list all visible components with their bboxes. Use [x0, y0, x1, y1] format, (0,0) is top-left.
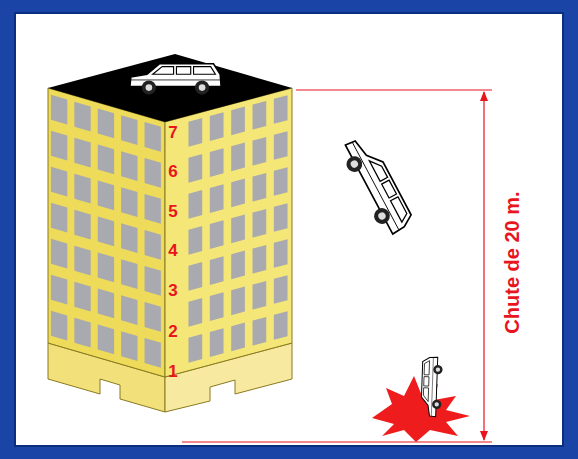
- window: [98, 108, 114, 138]
- explosion: [372, 376, 470, 442]
- falling-car: [338, 133, 415, 238]
- window: [188, 154, 202, 183]
- window: [210, 256, 224, 285]
- window: [74, 174, 90, 204]
- window: [121, 223, 137, 253]
- building-left-wall: [48, 88, 165, 377]
- floor-number: 5: [168, 202, 177, 222]
- window: [274, 167, 288, 196]
- window: [121, 331, 137, 361]
- window: [51, 275, 67, 305]
- window: [98, 144, 114, 174]
- window: [74, 138, 90, 168]
- window: [231, 107, 245, 136]
- window: [145, 122, 161, 152]
- floor-number: 1: [168, 362, 177, 382]
- window: [98, 180, 114, 210]
- window: [253, 245, 267, 274]
- crashed-car: [421, 357, 443, 417]
- window: [51, 203, 67, 233]
- window: [98, 288, 114, 318]
- window: [274, 311, 288, 340]
- floor-number: 6: [168, 162, 177, 182]
- height-dimension: [182, 90, 492, 442]
- window: [145, 302, 161, 332]
- window: [253, 317, 267, 346]
- window: [188, 298, 202, 327]
- window: [74, 246, 90, 276]
- window: [253, 101, 267, 130]
- window: [210, 112, 224, 141]
- window-grid: [51, 95, 288, 368]
- window: [51, 239, 67, 269]
- floor-number: 7: [168, 123, 177, 143]
- window: [74, 210, 90, 240]
- window: [188, 226, 202, 255]
- window: [210, 220, 224, 249]
- window: [274, 239, 288, 268]
- window: [210, 292, 224, 321]
- window: [188, 334, 202, 363]
- window: [253, 281, 267, 310]
- window: [51, 95, 67, 125]
- window: [231, 287, 245, 316]
- window: [98, 324, 114, 354]
- window: [253, 209, 267, 238]
- window: [74, 282, 90, 312]
- window: [231, 215, 245, 244]
- window: [121, 115, 137, 145]
- window: [145, 230, 161, 260]
- window: [253, 173, 267, 202]
- car-on-roof: [130, 64, 221, 95]
- window: [145, 266, 161, 296]
- window: [121, 151, 137, 181]
- window: [145, 338, 161, 368]
- window: [231, 143, 245, 172]
- window: [253, 137, 267, 166]
- floor-number: 3: [168, 281, 177, 301]
- window: [231, 251, 245, 280]
- window: [121, 187, 137, 217]
- window: [210, 184, 224, 213]
- window: [274, 131, 288, 160]
- window: [231, 323, 245, 352]
- drop-height-label: Chute de 20 m.: [500, 191, 523, 333]
- window: [274, 203, 288, 232]
- window: [145, 158, 161, 188]
- building-roof: [48, 54, 292, 122]
- window: [51, 167, 67, 197]
- window: [74, 102, 90, 132]
- window: [51, 131, 67, 161]
- window: [74, 318, 90, 348]
- window: [145, 194, 161, 224]
- window: [121, 295, 137, 325]
- floor-number: 4: [168, 241, 177, 261]
- building-right-wall: [165, 88, 292, 377]
- window: [188, 262, 202, 291]
- window: [51, 311, 67, 341]
- window: [98, 252, 114, 282]
- window: [274, 95, 288, 124]
- floor-number: 2: [168, 322, 177, 342]
- window: [231, 179, 245, 208]
- window: [274, 275, 288, 304]
- window: [188, 190, 202, 219]
- window: [98, 216, 114, 246]
- window: [210, 148, 224, 177]
- window: [188, 118, 202, 147]
- window: [210, 328, 224, 357]
- window: [121, 259, 137, 289]
